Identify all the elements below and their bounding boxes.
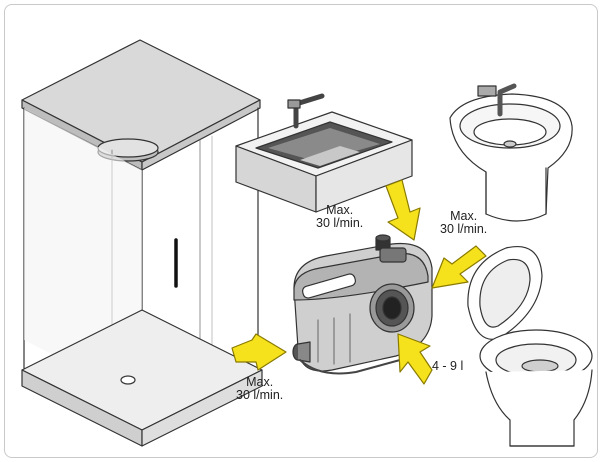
arrow-toilet-to-pump <box>397 333 433 385</box>
bidet-flow-label: Max. 30 l/min. <box>440 210 487 236</box>
sink-flow-line1: Max. <box>326 203 354 217</box>
shower-cabin-icon <box>21 39 263 447</box>
toilet-flush-text: 4 - 9 l <box>432 359 464 373</box>
sink-flow-label: Max. 30 l/min. <box>316 204 363 230</box>
arrow-sink-to-pump <box>385 179 421 241</box>
toilet-flush-label: 4 - 9 l <box>432 360 463 373</box>
shower-flow-label: Max. 30 l/min. <box>236 376 283 402</box>
shower-flow-line1: Max. <box>246 375 274 389</box>
bidet-icon <box>449 83 573 222</box>
flow-arrow-icon <box>231 179 487 385</box>
toilet-icon <box>467 246 593 447</box>
pump-unit-icon <box>292 234 433 375</box>
bidet-flow-line2: 30 l/min. <box>440 222 488 236</box>
sink-flow-line2: 30 l/min. <box>316 216 364 230</box>
washbasin-icon <box>235 93 413 213</box>
arrow-shower-to-pump <box>231 333 287 371</box>
shower-flow-line2: 30 l/min. <box>236 388 284 402</box>
arrow-bidet-to-pump <box>431 245 487 289</box>
bidet-flow-line1: Max. <box>450 209 478 223</box>
